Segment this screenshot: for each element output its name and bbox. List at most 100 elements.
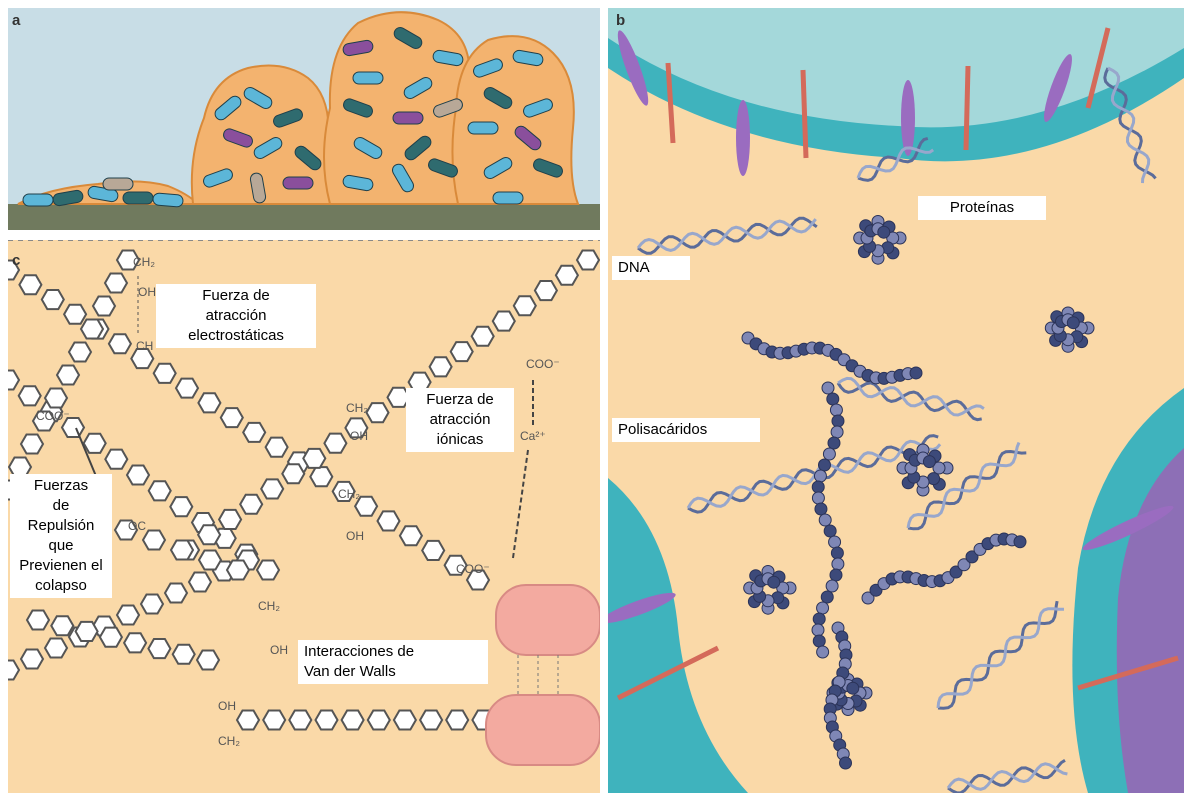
- sugar-ring: [154, 364, 176, 383]
- sugar-ring: [51, 616, 73, 635]
- label-polisacaridos: Polisacáridos: [612, 418, 760, 442]
- bacterial-cell: [353, 72, 383, 84]
- bacterial-cell: [123, 192, 153, 204]
- matrix-components-illustration: [608, 8, 1184, 793]
- sugar-ring: [170, 497, 192, 516]
- label-fuerzas-repulsion: Fuerzas de Repulsión que Previenen el co…: [10, 474, 112, 598]
- protein-bead: [878, 226, 890, 238]
- sugar-ring: [21, 435, 43, 454]
- sugar-ring: [451, 342, 473, 361]
- chem-ch2-2: CH₂: [346, 401, 368, 415]
- sugar-ring: [243, 423, 265, 442]
- chem-ch2-5: CH₂: [218, 734, 240, 748]
- sugar-ring: [368, 711, 390, 730]
- chem-oc: OC: [128, 519, 146, 533]
- panel-letter-c: c: [12, 252, 20, 269]
- sugar-ring: [237, 711, 259, 730]
- sugar-ring: [400, 526, 422, 545]
- protein-bead: [768, 576, 780, 588]
- protein-bead: [923, 456, 935, 468]
- sugar-ring: [446, 711, 468, 730]
- sugar-ring: [257, 561, 279, 580]
- sugar-ring: [514, 296, 536, 315]
- sugar-ring: [81, 320, 103, 339]
- bacterial-cell: [493, 192, 523, 204]
- label-proteinas: Proteínas: [918, 196, 1046, 220]
- sugar-ring: [189, 573, 211, 592]
- sugar-ring: [199, 551, 221, 570]
- sugar-ring: [42, 290, 64, 309]
- chem-coo-3: COO⁻: [456, 562, 490, 576]
- sugar-ring: [266, 438, 288, 457]
- sugar-ring: [263, 711, 285, 730]
- bacterial-cell: [283, 177, 313, 189]
- label-dna: DNA: [612, 256, 690, 280]
- biofilm-illustration: [8, 8, 600, 230]
- sugar-ring: [173, 645, 195, 664]
- sugar-ring: [148, 639, 170, 658]
- sugar-ring: [221, 408, 243, 427]
- ionic-arrow-2: [513, 450, 528, 558]
- sugar-ring: [577, 251, 599, 270]
- chem-ch-1: CH: [136, 339, 153, 353]
- panel-c-matrix-forces: CH₂ OH CH COO⁻ COO⁻ CH₂ OH CH₂ OH Ca²⁺ C…: [8, 240, 600, 793]
- van-der-walls-cylinders: [486, 585, 600, 765]
- sugar-ring: [472, 327, 494, 346]
- sugar-ring: [8, 371, 19, 390]
- sugar-ring: [493, 312, 515, 331]
- sugar-ring: [76, 622, 98, 641]
- sugar-ring: [556, 266, 578, 285]
- chem-ch2-3: CH₂: [338, 487, 360, 501]
- sugar-ring: [57, 366, 79, 385]
- sugar-ring: [310, 467, 332, 486]
- sugar-ring: [342, 711, 364, 730]
- sugar-ring: [227, 561, 249, 580]
- sugar-ring: [45, 639, 67, 658]
- bacterial-cell: [393, 112, 423, 124]
- sugar-ring: [303, 449, 325, 468]
- sugar-ring: [394, 711, 416, 730]
- sugar-ring: [21, 650, 43, 669]
- chem-coo-1: COO⁻: [36, 409, 70, 423]
- sugar-ring: [105, 450, 127, 469]
- sugar-ring: [324, 434, 346, 453]
- bacterial-cell: [153, 193, 184, 208]
- bacterial-cell: [468, 122, 498, 134]
- label-fuerza-ionica: Fuerza de atracción iónicas: [406, 388, 514, 452]
- sugar-ring: [19, 386, 41, 405]
- sugar-ring: [430, 357, 452, 376]
- sugar-ring: [219, 510, 241, 529]
- sugar-ring: [198, 525, 220, 544]
- bacterial-cell: [23, 194, 53, 206]
- panel-letter-a: a: [12, 12, 20, 29]
- sugar-ring: [378, 511, 400, 530]
- sugar-ring: [367, 403, 389, 422]
- label-van-der-walls: Interacciones de Van der Walls: [298, 640, 488, 684]
- sugar-ring: [69, 343, 91, 362]
- sugar-ring: [8, 661, 19, 680]
- sugar-ring: [198, 393, 220, 412]
- protein-coils: [742, 216, 1094, 770]
- sugar-ring: [197, 651, 219, 670]
- sugar-ring: [289, 711, 311, 730]
- sugar-ring: [124, 633, 146, 652]
- sugar-ring: [141, 595, 163, 614]
- sugar-ring: [176, 379, 198, 398]
- sugar-ring: [84, 434, 106, 453]
- bacterial-cell: [103, 178, 133, 190]
- chem-ca: Ca²⁺: [520, 429, 546, 443]
- sugar-ring: [64, 305, 86, 324]
- sugar-ring: [143, 531, 165, 550]
- sugar-ring: [240, 495, 262, 514]
- sugar-ring: [535, 281, 557, 300]
- sugar-ring: [149, 481, 171, 500]
- chem-oh-1: OH: [138, 285, 156, 299]
- chem-ch2-1: CH₂: [133, 255, 155, 269]
- protein-bead: [847, 682, 859, 694]
- panel-letter-b: b: [616, 12, 625, 29]
- sugar-ring: [100, 628, 122, 647]
- sugar-ring: [27, 611, 49, 630]
- chem-coo-2: COO⁻: [526, 357, 560, 371]
- protein-bead: [1067, 317, 1079, 329]
- panel-a-biofilm-growth: a: [8, 8, 600, 230]
